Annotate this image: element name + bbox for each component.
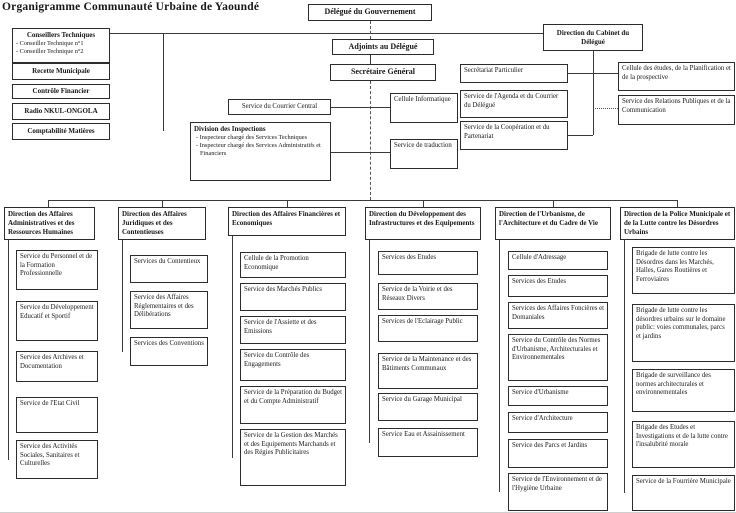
service-box: Service de la Fourrière Municipale <box>632 475 735 511</box>
connector-line <box>232 236 233 458</box>
service-box: Service de la Voirie et des Réseaux Dive… <box>378 283 478 310</box>
node-adjoints-delegue: Adjoints au Délégué <box>332 39 434 55</box>
direction-header-affaires-juridiques: Direction des Affaires Juridiques et des… <box>118 207 206 240</box>
node-label: Conseillers Techniques <box>26 31 96 39</box>
connector-line <box>370 55 371 64</box>
service-box: Service de la Préparation du Budget et d… <box>240 386 346 424</box>
node-cellule-etudes-planification: Cellule des études, de la Planification … <box>618 62 735 91</box>
connector-line <box>48 200 49 207</box>
connector-line <box>568 73 618 74</box>
service-box: Service du Garage Municipal <box>378 393 478 421</box>
direction-header-developpement-infrastructures: Direction du Développement des Infrastru… <box>365 207 481 240</box>
connector-line <box>331 107 390 108</box>
connector-line <box>163 33 164 131</box>
connector-line <box>110 33 543 34</box>
connector-line <box>499 240 500 492</box>
service-box: Service de la Gestion des Marchés et des… <box>240 429 346 486</box>
connector-line <box>593 108 618 109</box>
service-box: Service de la Maintenance et des Bâtimen… <box>378 353 478 389</box>
service-box: Service d'Architecture <box>508 412 608 433</box>
node-sub-label: - Inspecteur chargé des Services Techniq… <box>196 133 308 141</box>
direction-header-urbanisme: Direction de l'Urbanisme, de l'Architect… <box>495 207 611 240</box>
node-courrier-central: Service du Courrier Central <box>228 99 331 115</box>
node-sub-label: - Conseiller Technique n°1 <box>16 39 84 47</box>
connector-line <box>568 135 593 136</box>
node-recette-municipale: Recette Municipale <box>12 63 110 80</box>
connector-line <box>331 152 390 153</box>
node-service-traduction: Service de traduction <box>390 139 458 169</box>
service-box: Service de l'Etat Civil <box>16 397 98 433</box>
node-cellule-informatique: Cellule Informatique <box>390 93 458 123</box>
service-box: Service des Affaires Réglementaires et d… <box>130 291 208 329</box>
connector-line <box>553 200 554 207</box>
service-box: Brigade des Etudes et Investigations et … <box>632 421 735 468</box>
service-box: Services des Etudes <box>378 251 478 275</box>
service-box: Service de l'Environnement et de l'Hygiè… <box>508 473 608 511</box>
connector-line <box>624 240 625 493</box>
connector-line <box>369 240 370 443</box>
direction-header-police-municipale: Direction de la Police Municipale et de … <box>620 207 735 240</box>
service-box: Brigade de lutte contre les désordres ur… <box>632 304 735 362</box>
node-controle-financier: Contrôle Financier <box>12 84 110 99</box>
service-box: Brigade de lutte contre les Désordres da… <box>632 247 735 294</box>
service-box: Service du Contrôle des Engagements <box>240 349 346 381</box>
node-secretaire-general: Secrétaire Général <box>330 64 436 81</box>
direction-header-affaires-financieres: Direction des Affaires Financières et Ec… <box>228 207 346 236</box>
node-sub-label: - Conseiller Technique n°2 <box>16 48 84 55</box>
connector-line <box>8 240 9 460</box>
node-label: Division des Inspections <box>194 125 266 133</box>
service-box: Services des Etudes <box>508 275 608 297</box>
service-box: Services de l'Eclairage Public <box>378 315 478 342</box>
node-division-inspections: Division des Inspections - Inspecteur ch… <box>190 122 331 181</box>
page-title: Organigramme Communauté Urbaine de Yaoun… <box>2 1 260 13</box>
service-box: Service du Contrôle des Normes d'Urbanis… <box>508 334 608 381</box>
service-box: Services des Affaires Foncières et Doman… <box>508 302 608 329</box>
connector-line <box>593 51 594 135</box>
connector-line <box>162 200 163 207</box>
connector-line <box>48 200 677 201</box>
service-box: Service d'Urbanisme <box>508 386 608 406</box>
service-box: Service du Développement Educatif et Spo… <box>16 301 98 341</box>
service-box: Services du Contentieux <box>130 255 208 283</box>
service-box: Service des Parcs et Jardins <box>508 439 608 468</box>
connector-line <box>370 21 371 39</box>
service-box: Service des Activités Sociales, Sanitair… <box>16 440 98 479</box>
service-box: Cellule d'Adressage <box>508 251 608 270</box>
connector-line <box>677 200 678 207</box>
node-conseillers-techniques: Conseillers Techniques - Conseiller Tech… <box>12 28 110 63</box>
service-box: Service Eau et Assainissement <box>378 428 478 457</box>
connector-line <box>122 240 123 352</box>
node-secretariat-particulier: Secrétariat Particulier <box>460 64 568 83</box>
connector-line <box>370 81 371 200</box>
service-box: Service du Personnel et de la Formation … <box>16 250 98 290</box>
node-direction-cabinet: Direction du Cabinet du Délégué <box>543 24 643 51</box>
service-box: Service de l'Assiette et des Emissions <box>240 316 346 344</box>
connector-line <box>423 200 424 207</box>
node-agenda-courrier-delegue: Service de l'Agenda et du Courrier du Dé… <box>460 90 568 118</box>
service-box: Brigade de surveillance des normes archi… <box>632 369 735 412</box>
direction-header-affaires-administratives: Direction des Affaires Administratives e… <box>4 207 95 240</box>
node-cooperation-partenariat: Service de la Coopération et du Partenar… <box>460 121 568 150</box>
service-box: Cellule de la Promotion Economique <box>240 252 346 278</box>
node-radio-nkul-ongola: Radio NKUL-ONGOLA <box>12 103 110 120</box>
service-box: Services des Conventions <box>130 337 208 366</box>
node-sub-label: - Inspecteur chargé des Services Adminis… <box>196 142 321 158</box>
service-box: Service des Archives et Documentation <box>16 351 98 382</box>
node-delegue-gouvernement: Délégué du Gouvernement <box>308 4 432 21</box>
service-box: Service des Marchés Publics <box>240 283 346 311</box>
node-comptabilite-matieres: Comptabilité Matières <box>12 123 110 140</box>
node-relations-publiques: Service des Relations Publiques et de la… <box>618 95 735 125</box>
connector-line <box>287 200 288 207</box>
